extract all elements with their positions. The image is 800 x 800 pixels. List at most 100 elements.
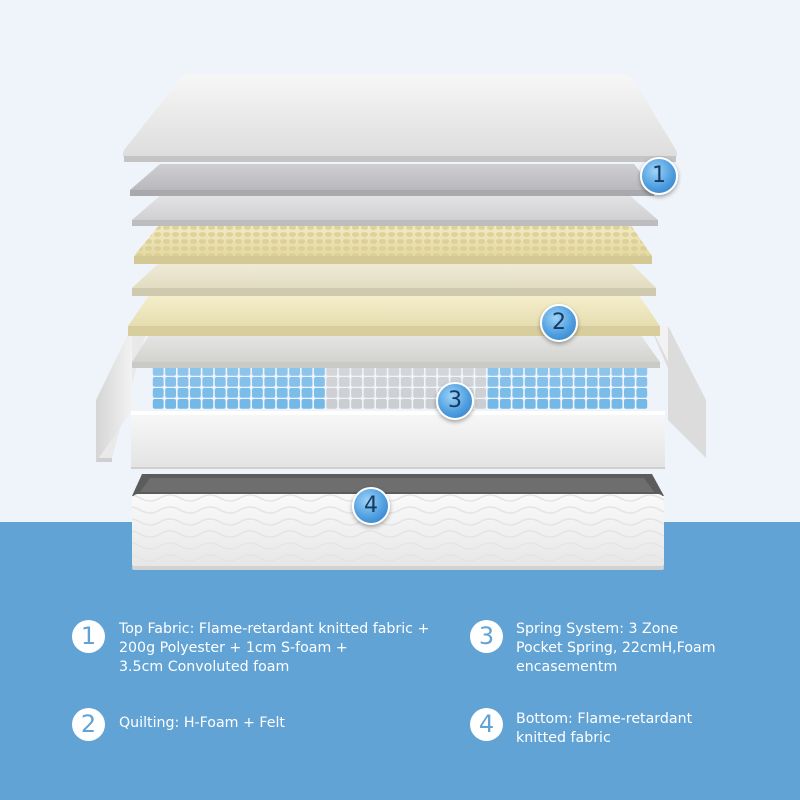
layer-marker-1: 1 bbox=[640, 157, 678, 195]
mattress-base bbox=[132, 474, 664, 570]
pocket-spring bbox=[500, 366, 511, 376]
pocket-spring bbox=[376, 388, 387, 398]
pocket-spring bbox=[289, 399, 300, 409]
pocket-spring bbox=[301, 399, 313, 409]
pocket-spring bbox=[276, 377, 288, 387]
pocket-spring bbox=[636, 388, 648, 398]
pocket-spring bbox=[214, 366, 226, 376]
pocket-spring bbox=[214, 399, 226, 409]
pocket-spring bbox=[227, 388, 238, 398]
legend-line: Bottom: Flame-retardant bbox=[516, 711, 693, 727]
pocket-spring bbox=[276, 388, 288, 398]
pocket-spring bbox=[413, 399, 424, 409]
layer-marker-3: 3 bbox=[436, 382, 474, 420]
pocket-spring bbox=[314, 388, 325, 398]
pocket-spring bbox=[202, 377, 214, 387]
pocket-spring bbox=[376, 399, 387, 409]
felt-layer bbox=[132, 334, 660, 368]
pocket-spring bbox=[462, 366, 474, 376]
pocket-spring bbox=[252, 399, 263, 409]
pocket-spring bbox=[351, 366, 362, 376]
pocket-spring bbox=[450, 366, 462, 376]
pocket-spring bbox=[611, 388, 623, 398]
pocket-spring bbox=[264, 388, 276, 398]
pocket-spring bbox=[413, 366, 424, 376]
legend-number-3: 3 bbox=[470, 620, 503, 653]
foam-encasement-right-rail bbox=[650, 326, 706, 458]
pocket-spring bbox=[351, 399, 362, 409]
pocket-spring bbox=[289, 388, 300, 398]
pocket-spring bbox=[487, 366, 499, 376]
pocket-spring bbox=[400, 399, 412, 409]
pocket-spring bbox=[562, 388, 573, 398]
pocket-spring bbox=[190, 366, 201, 376]
pocket-spring bbox=[636, 366, 648, 376]
pocket-spring bbox=[326, 388, 338, 398]
pocket-spring bbox=[586, 399, 598, 409]
legend-line: encasementm bbox=[516, 659, 618, 675]
pocket-spring bbox=[190, 399, 201, 409]
pocket-spring bbox=[165, 399, 176, 409]
pocket-spring bbox=[276, 366, 288, 376]
pocket-spring bbox=[177, 388, 189, 398]
pocket-spring bbox=[586, 366, 598, 376]
knitted-fabric-layer bbox=[130, 164, 654, 196]
pocket-spring bbox=[574, 388, 586, 398]
pocket-spring bbox=[425, 399, 437, 409]
pocket-spring bbox=[152, 377, 164, 387]
pocket-spring bbox=[599, 366, 610, 376]
pocket-spring bbox=[524, 366, 536, 376]
pocket-spring bbox=[512, 366, 524, 376]
pocket-spring bbox=[338, 377, 350, 387]
pocket-spring bbox=[326, 377, 338, 387]
pocket-spring bbox=[574, 377, 586, 387]
pocket-spring bbox=[338, 366, 350, 376]
legend-number-4: 4 bbox=[470, 708, 503, 741]
pocket-spring bbox=[611, 366, 623, 376]
pocket-spring bbox=[574, 399, 586, 409]
pocket-spring bbox=[314, 399, 325, 409]
pocket-spring bbox=[289, 366, 300, 376]
h-foam-layer bbox=[128, 294, 660, 336]
pocket-spring bbox=[326, 399, 338, 409]
pocket-spring bbox=[611, 399, 623, 409]
legend-line: 3.5cm Convoluted foam bbox=[119, 659, 290, 675]
pocket-spring bbox=[227, 377, 238, 387]
mattress-exploded-diagram bbox=[96, 74, 706, 570]
pocket-spring bbox=[239, 366, 251, 376]
legend-line: Top Fabric: Flame-retardant knitted fabr… bbox=[119, 621, 430, 637]
pocket-spring bbox=[165, 388, 176, 398]
top-fabric-panel bbox=[123, 74, 677, 162]
pocket-spring bbox=[227, 366, 238, 376]
pocket-spring bbox=[487, 399, 499, 409]
pocket-spring bbox=[425, 377, 437, 387]
pocket-spring bbox=[413, 388, 424, 398]
pocket-spring bbox=[351, 388, 362, 398]
pocket-spring bbox=[487, 388, 499, 398]
pocket-spring bbox=[227, 399, 238, 409]
pocket-spring bbox=[239, 388, 251, 398]
polyester-layer bbox=[132, 262, 656, 296]
pocket-spring bbox=[537, 399, 548, 409]
pocket-spring bbox=[264, 377, 276, 387]
foam-encasement-front bbox=[131, 411, 665, 469]
convoluted-foam-layer bbox=[134, 224, 652, 264]
pocket-spring bbox=[400, 377, 412, 387]
pocket-spring bbox=[190, 388, 201, 398]
pocket-spring bbox=[301, 388, 313, 398]
pocket-spring bbox=[425, 388, 437, 398]
pocket-spring bbox=[190, 377, 201, 387]
pocket-spring bbox=[413, 377, 424, 387]
pocket-spring bbox=[314, 377, 325, 387]
pocket-spring bbox=[152, 399, 164, 409]
s-foam-layer bbox=[132, 194, 658, 226]
pocket-spring bbox=[239, 377, 251, 387]
pocket-spring bbox=[388, 399, 400, 409]
pocket-spring bbox=[388, 366, 400, 376]
pocket-spring bbox=[586, 388, 598, 398]
pocket-spring bbox=[177, 366, 189, 376]
pocket-spring bbox=[252, 377, 263, 387]
pocket-spring bbox=[537, 377, 548, 387]
pocket-spring bbox=[363, 366, 375, 376]
pocket-spring bbox=[338, 399, 350, 409]
